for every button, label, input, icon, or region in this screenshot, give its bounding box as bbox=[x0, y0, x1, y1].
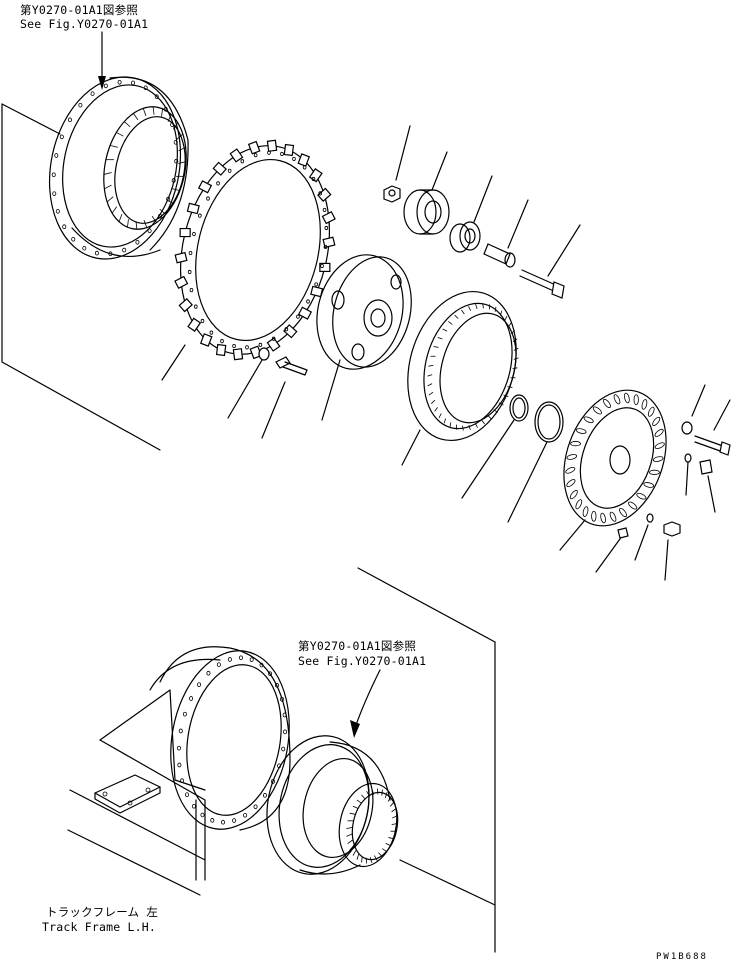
middle-reference-arrow bbox=[350, 669, 381, 738]
hub-part bbox=[48, 76, 189, 260]
sprocket-leader-lines bbox=[161, 344, 286, 439]
top-reference-jp: 第Y0270-01A1図参照 bbox=[20, 3, 139, 17]
carrier-part bbox=[316, 254, 412, 421]
right-hardware bbox=[617, 384, 731, 539]
middle-reference-en: See Fig.Y0270-01A1 bbox=[298, 654, 427, 668]
sprocket-bolt bbox=[258, 347, 308, 376]
sprocket-part bbox=[174, 139, 336, 361]
track-frame-label-en: Track Frame L.H. bbox=[42, 920, 156, 934]
upper-group-boundary bbox=[1, 103, 496, 953]
top-reference-en: See Fig.Y0270-01A1 bbox=[20, 17, 149, 31]
track-frame-part bbox=[67, 646, 291, 896]
floating-seal-plate bbox=[559, 389, 669, 581]
snap-rings bbox=[461, 394, 564, 523]
track-frame-label-jp: トラックフレーム 左 bbox=[46, 905, 159, 919]
middle-reference-jp: 第Y0270-01A1図参照 bbox=[298, 639, 417, 653]
ring-gear-part bbox=[401, 290, 519, 466]
drawing-code: PW1B688 bbox=[656, 952, 708, 962]
top-small-parts bbox=[383, 125, 581, 299]
drive-motor-part bbox=[266, 735, 399, 875]
